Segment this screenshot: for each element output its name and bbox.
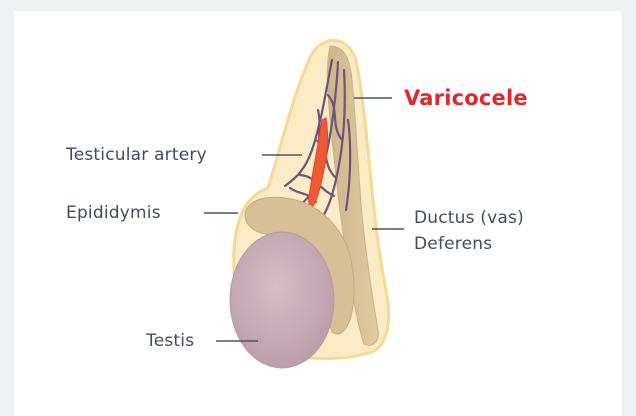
testis-shape	[230, 232, 334, 368]
label-epididymis: Epididymis	[66, 203, 161, 223]
label-testis: Testis	[146, 331, 194, 351]
label-ductus-line1: Ductus (vas)	[414, 208, 524, 228]
diagram-title: Varicocele	[404, 86, 528, 110]
label-ductus-line2: Deferens	[414, 234, 492, 254]
label-testicular-artery: Testicular artery	[66, 145, 207, 165]
